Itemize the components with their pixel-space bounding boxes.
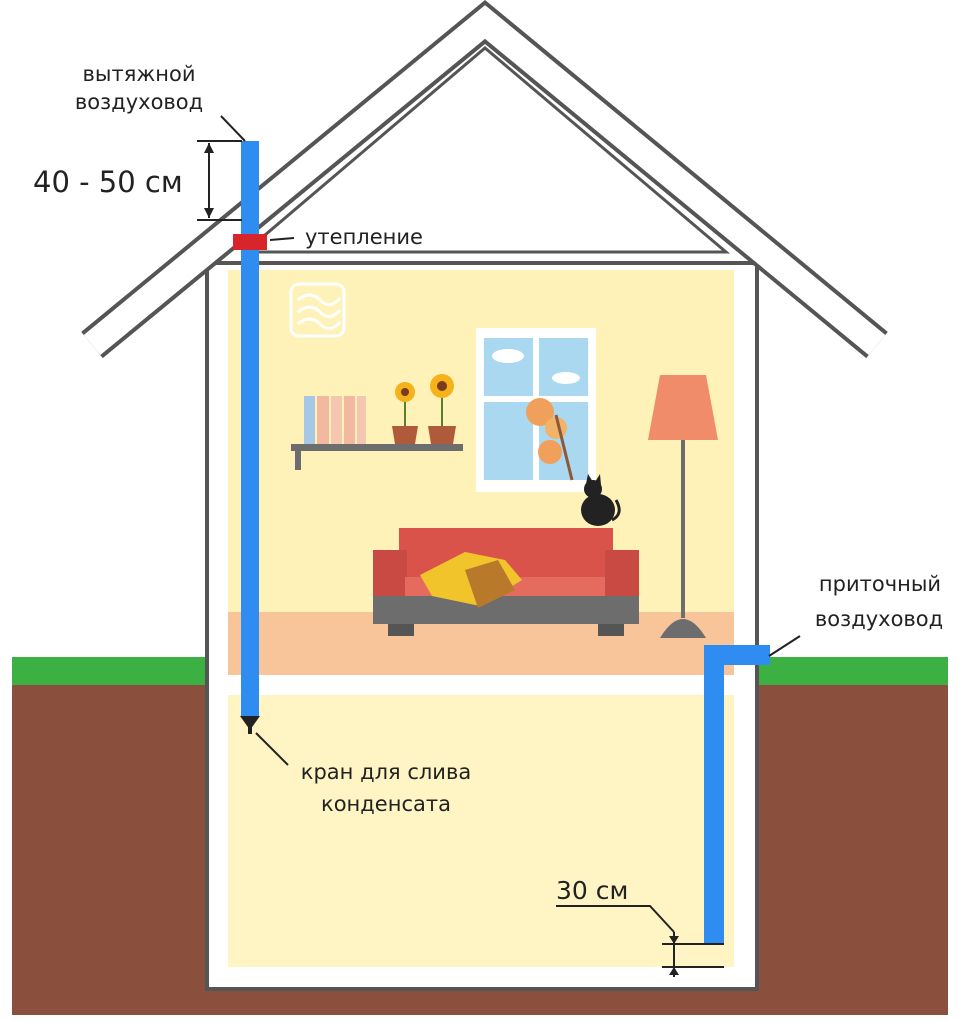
leader-lines bbox=[220, 115, 801, 933]
cat bbox=[581, 474, 621, 526]
grass-right bbox=[752, 657, 948, 685]
sofa bbox=[373, 528, 639, 636]
attic bbox=[240, 46, 731, 254]
roof-insulation bbox=[233, 234, 267, 250]
exhaust-duct-label-line1: вытяжной bbox=[83, 62, 196, 86]
height-above-roof-label: 40 - 50 см bbox=[33, 165, 183, 199]
supply-duct-label-line1: приточный bbox=[819, 572, 941, 596]
insulation-label: утепление bbox=[305, 225, 423, 249]
height-above-floor-label: 30 см bbox=[556, 876, 628, 905]
exhaust-duct-label-line2: воздуховод bbox=[75, 90, 203, 114]
supply-duct bbox=[704, 645, 770, 944]
waves-logo-icon bbox=[289, 282, 346, 338]
dimension-above-roof bbox=[197, 140, 242, 221]
roof-face bbox=[83, 5, 886, 356]
floor-lamp bbox=[648, 375, 718, 638]
drain-valve-label-line1: кран для слива bbox=[301, 760, 471, 784]
flower-pot-right bbox=[428, 374, 456, 444]
exhaust-duct bbox=[241, 141, 259, 716]
basement bbox=[228, 695, 734, 967]
shelf bbox=[291, 396, 463, 470]
window bbox=[476, 328, 596, 492]
dimension-above-floor bbox=[662, 932, 724, 977]
supply-duct-label-line2: воздуховод bbox=[815, 607, 943, 631]
grass-left bbox=[12, 657, 212, 685]
valve-icon bbox=[240, 716, 260, 734]
flower-pot-left bbox=[392, 382, 418, 444]
drain-valve-label-line2: конденсата bbox=[321, 792, 451, 816]
